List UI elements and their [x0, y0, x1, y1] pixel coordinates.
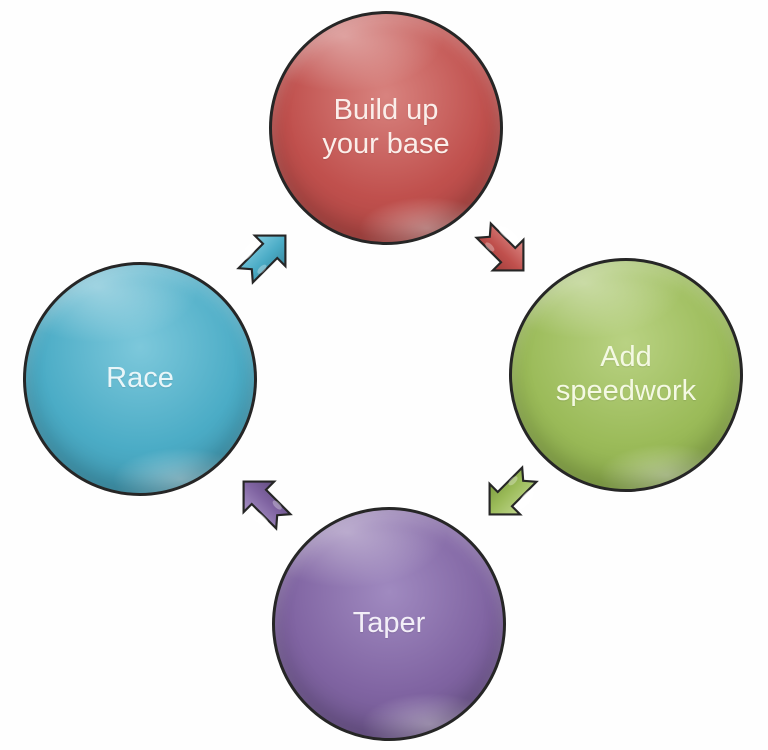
node-build-up-your-base: Build up your base — [269, 11, 503, 245]
cycle-arrow-down-right-icon — [450, 197, 552, 299]
cycle-arrow-up-right-icon — [212, 207, 314, 309]
node-label: Add speedwork — [555, 341, 697, 407]
node-label: Race — [106, 362, 174, 395]
cycle-arrow-down-left-icon — [461, 441, 563, 543]
node-add-speedwork: Add speedwork — [509, 258, 743, 492]
node-race: Race — [23, 262, 257, 496]
node-label: Taper — [352, 607, 426, 640]
node-taper: Taper — [272, 507, 506, 741]
node-label: Build up your base — [322, 94, 450, 160]
cycle-arrow-up-left-icon — [215, 453, 317, 555]
